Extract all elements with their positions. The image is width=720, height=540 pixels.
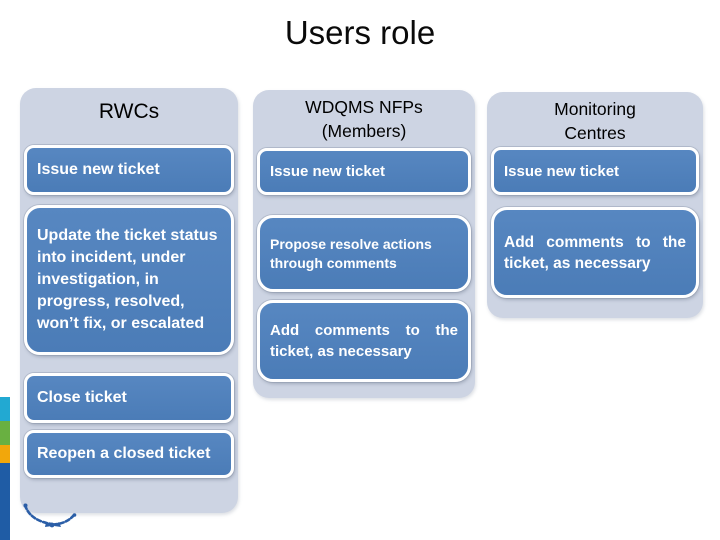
rwcs-box-issue-new-ticket: Issue new ticket (24, 145, 234, 195)
nfps-box-propose-resolve-actions-label: Propose resolve actions through comments (270, 235, 432, 271)
rwcs-box-reopen-closed-ticket: Reopen a closed ticket (24, 430, 234, 478)
mc-box-issue-new-ticket: Issue new ticket (491, 147, 699, 195)
rwcs-box-reopen-closed-ticket-label: Reopen a closed ticket (37, 445, 211, 462)
stripe-segment-blue (0, 463, 10, 540)
nfps-box-add-comments-label: Add comments to the ticket, as necessary (270, 322, 458, 360)
rwcs-box-update-ticket-status: Update the ticket status into incident, … (24, 205, 234, 355)
slide-title: Users role (284, 14, 436, 51)
nfps-box-issue-new-ticket: Issue new ticket (257, 148, 471, 195)
mc-box-add-comments: Add comments to the ticket, as necessary (491, 207, 699, 298)
mc-box-issue-new-ticket-label: Issue new ticket (504, 162, 620, 180)
column-rwcs: RWCs Issue new ticket Update the ticket … (20, 88, 238, 513)
nfps-box-issue-new-ticket-label: Issue new ticket (270, 163, 386, 180)
column-wdqms-nfps: WDQMS NFPs (Members) Issue new ticket Pr… (253, 90, 475, 398)
rwcs-box-close-ticket: Close ticket (24, 373, 234, 423)
edge-accent-stripe (0, 397, 10, 540)
nfps-box-propose-resolve-actions: Propose resolve actions through comments (257, 215, 471, 292)
rwcs-box-issue-new-ticket-label: Issue new ticket (37, 161, 160, 178)
nfps-box-add-comments: Add comments to the ticket, as necessary (257, 300, 471, 382)
stripe-segment-orange (0, 445, 10, 463)
rwcs-box-update-ticket-status-label: Update the ticket status into incident, … (37, 227, 218, 332)
column-wdqms-nfps-header: WDQMS NFPs (Members) (305, 97, 423, 142)
column-rwcs-header: RWCs (98, 100, 160, 123)
stripe-segment-green (0, 421, 10, 445)
mc-box-add-comments-label: Add comments to the ticket, as necessary (504, 233, 686, 272)
rwcs-box-close-ticket-label: Close ticket (37, 389, 127, 406)
stripe-segment-cyan (0, 397, 10, 421)
column-monitoring-centres: Monitoring Centres Issue new ticket Add … (487, 92, 703, 318)
wmo-laurel-logo-icon (23, 503, 77, 528)
column-monitoring-centres-header: Monitoring Centres (554, 99, 636, 144)
